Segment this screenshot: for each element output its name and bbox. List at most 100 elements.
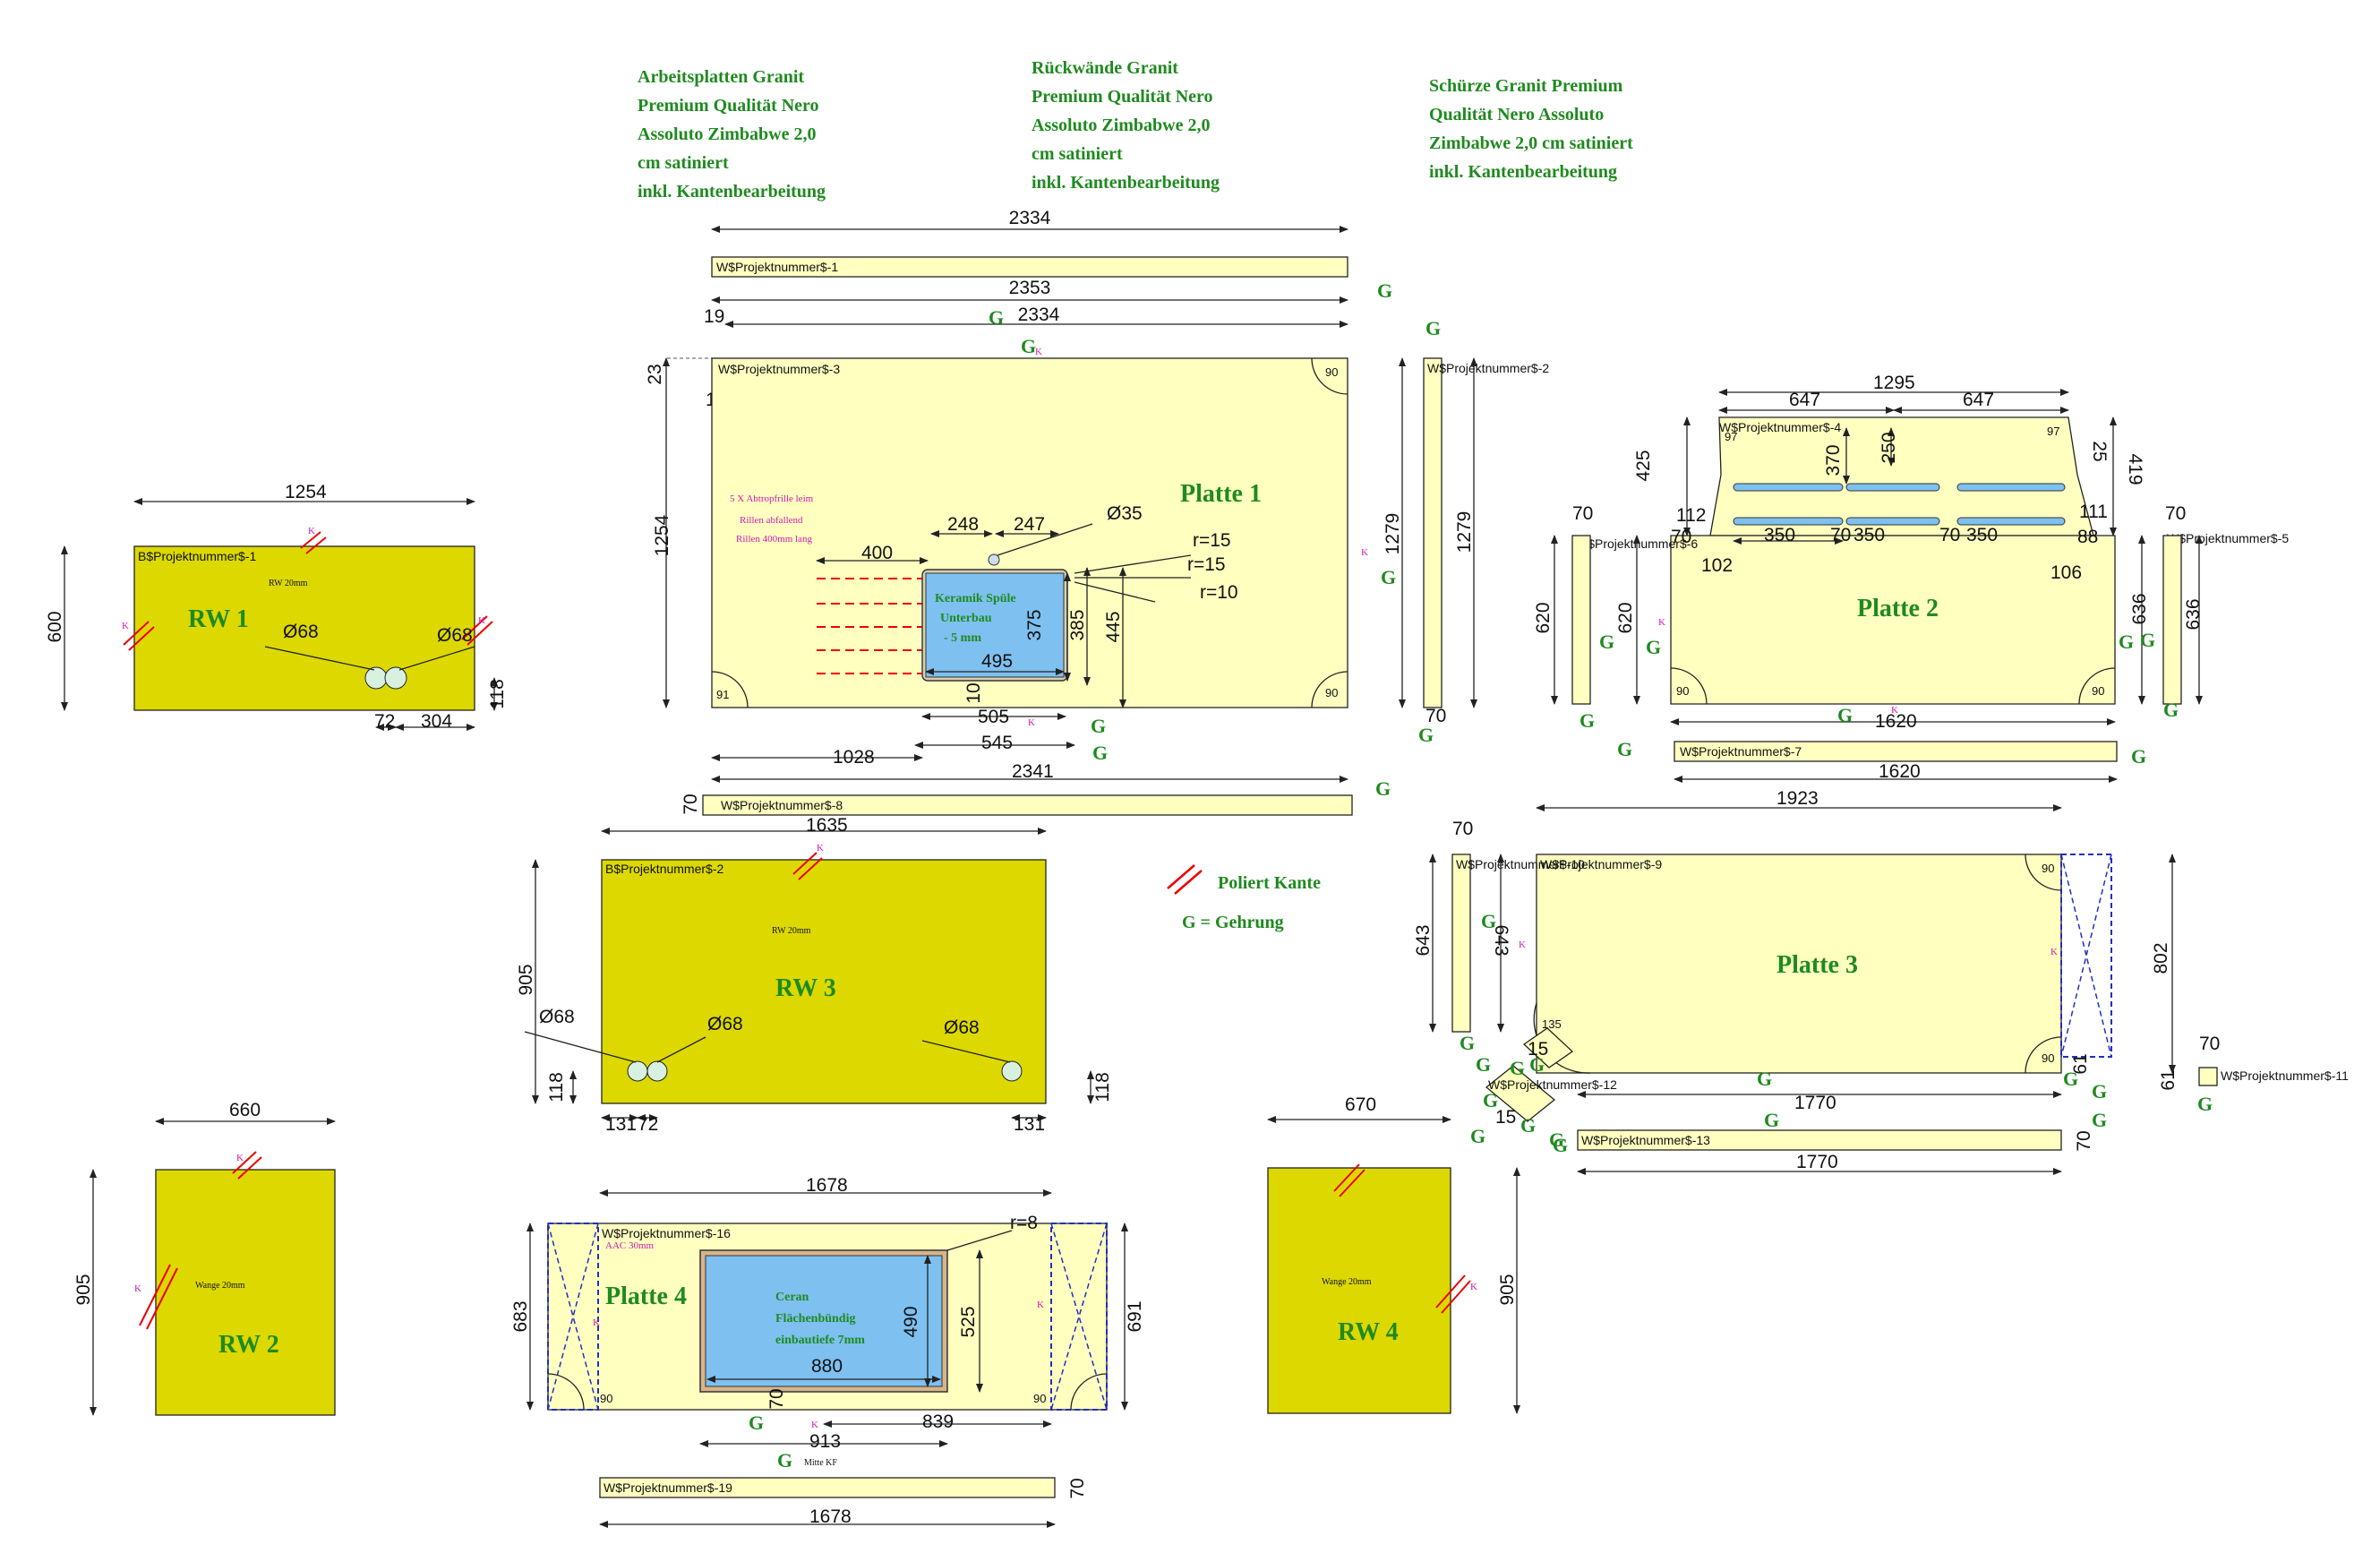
dimension-label: Unterbau (940, 612, 992, 625)
rw-4 (1267, 1167, 1451, 1414)
drawing-shape (1070, 1373, 1108, 1411)
dimension-label: 5 X Abtropfrille leim (730, 493, 814, 504)
dimension-label: 1635 (806, 815, 848, 836)
dimension-label: 683 (510, 1300, 531, 1332)
drawing-shape (1311, 357, 1348, 395)
dimension-label: Wange 20mm (1322, 1277, 1372, 1287)
dimension-label: Assoluto Zimbabwe 2,0 (638, 124, 816, 144)
dimension-label: 70 (1939, 525, 1960, 545)
dimension-label: Mitte KF (804, 1458, 837, 1468)
drawing-shape (2025, 854, 2062, 891)
dimension-label: 90 (600, 1392, 612, 1405)
dimension-label: inkl. Kantenbearbeitung (1429, 162, 1617, 182)
platte-2 (1670, 535, 2116, 705)
dimension-label: 25 (2089, 441, 2110, 461)
dimension-label: Platte 3 (1776, 951, 1858, 979)
dimension-label: 248 (947, 514, 979, 535)
dimension-label: G (1375, 777, 1391, 800)
dimension-label: r=10 (1200, 582, 1238, 603)
dimension-label: K (236, 1153, 244, 1163)
dimension-label: G (1837, 704, 1853, 726)
dimension-label: K (811, 1420, 818, 1430)
dimension-label: G (2163, 699, 2179, 721)
dimension-label: Ø68 (437, 625, 473, 646)
drawing-shape (1311, 671, 1348, 708)
dimension-line (1050, 1223, 1108, 1411)
dimension-label: inkl. Kantenbearbeitung (1032, 173, 1220, 193)
dimension-label: K (308, 526, 315, 536)
legend: Poliert Kante G = Gehrung (1167, 864, 1321, 932)
dimension-label: K (1035, 347, 1042, 357)
dimension-label: 350 (1853, 525, 1885, 545)
dimension-label: 905 (73, 1274, 94, 1305)
dimension-label: K (593, 1317, 600, 1328)
dimension-label: 1620 (1879, 761, 1921, 782)
hole-3 (627, 1060, 648, 1082)
dimension-label: 131 (1014, 1114, 1045, 1135)
dimension-label: G (1520, 1114, 1536, 1137)
dimension-label: Rückwände Granit (1032, 58, 1178, 78)
dimension-label: G (2119, 631, 2134, 653)
dimension-line (2060, 854, 2112, 1058)
dimension-line (1050, 1223, 1108, 1411)
header-rueckwaende: Rückwände Granit Premium Qualität Nero A… (1032, 58, 1220, 193)
dimension-label: 636 (2183, 598, 2204, 630)
dimension-label: G (1617, 738, 1632, 760)
dimension-line (2060, 854, 2112, 1058)
dimension-label: 525 (958, 1306, 979, 1337)
dimension-label: Schürze Granit Premium (1429, 76, 1623, 96)
dimension-label: Rillen abfallend (740, 515, 803, 526)
dimension-label: W$Projektnummer$-4 (1719, 420, 1841, 434)
dimension-label: 1254 (285, 482, 327, 502)
dimension-label: Ø68 (539, 1007, 575, 1027)
dimension-label: G (1553, 1134, 1568, 1156)
dimension-label: G (2063, 1068, 2078, 1090)
dimension-label: 643 (1491, 924, 1511, 956)
header-arbeitsplatten: Arbeitsplatten Granit Premium Qualität N… (638, 67, 826, 202)
dimension-label: 660 (229, 1100, 261, 1120)
dimension-label: 1770 (1794, 1093, 1836, 1113)
dimension-label: 70 (1830, 525, 1851, 545)
dimension-label: 1028 (833, 747, 875, 768)
dimension-label: 647 (1963, 390, 1994, 410)
dimension-line (467, 621, 493, 646)
strip-w11 (2198, 1067, 2218, 1086)
rw-1 (133, 545, 475, 711)
dimension-label: 70 (1572, 503, 1593, 524)
dimension-label: 70 (1425, 706, 1446, 726)
drain-grooves (817, 578, 928, 674)
dimension-label: 620 (1615, 602, 1636, 633)
strip-w12 (1485, 1065, 1556, 1122)
drawing-shape (2078, 667, 2116, 705)
dimension-label: K (2050, 947, 2058, 957)
dimension-label: B$Projektnummer$-1 (138, 549, 256, 563)
dimension-label: 1254 (652, 514, 672, 556)
dimension-line (547, 1223, 599, 1411)
drawing-shape (1956, 483, 2066, 492)
dimension-label: - 5 mm (944, 631, 981, 645)
dimension-label: 350 (1966, 525, 1998, 545)
drawing-shape (547, 1223, 599, 1411)
dimension-label: W$Projektnummer$-3 (718, 362, 840, 376)
dimension-line (146, 1267, 178, 1330)
dimension-line (1441, 1280, 1471, 1314)
dimension-label: 905 (1497, 1274, 1518, 1305)
dimension-label: 19 (704, 306, 724, 327)
dimension-label: 490 (901, 1306, 921, 1337)
dimension-label: 802 (2151, 942, 2171, 974)
dimension-label: 88 (2077, 527, 2098, 547)
dimension-line (798, 857, 823, 880)
dimension-label: W$Projektnummer$-1 (716, 260, 838, 274)
dimension-line (524, 1031, 637, 1063)
dimension-label: G (1764, 1109, 1779, 1131)
drawing-shape (2025, 1036, 2062, 1074)
dimension-line (792, 852, 818, 875)
drawing-shape (1670, 667, 1708, 705)
dimension-label: 425 (1633, 450, 1654, 481)
dimension-label: 97 (1725, 430, 1737, 443)
hole-2 (384, 666, 407, 690)
dimension-label: G (1529, 1053, 1545, 1076)
dimension-label: 97 (2047, 425, 2059, 438)
dimension-label: RW 2 (218, 1331, 279, 1359)
rw-3-group: 1635 B$Projektnummer$-2 RW 20mm RW 3 K 9… (516, 815, 1113, 1135)
